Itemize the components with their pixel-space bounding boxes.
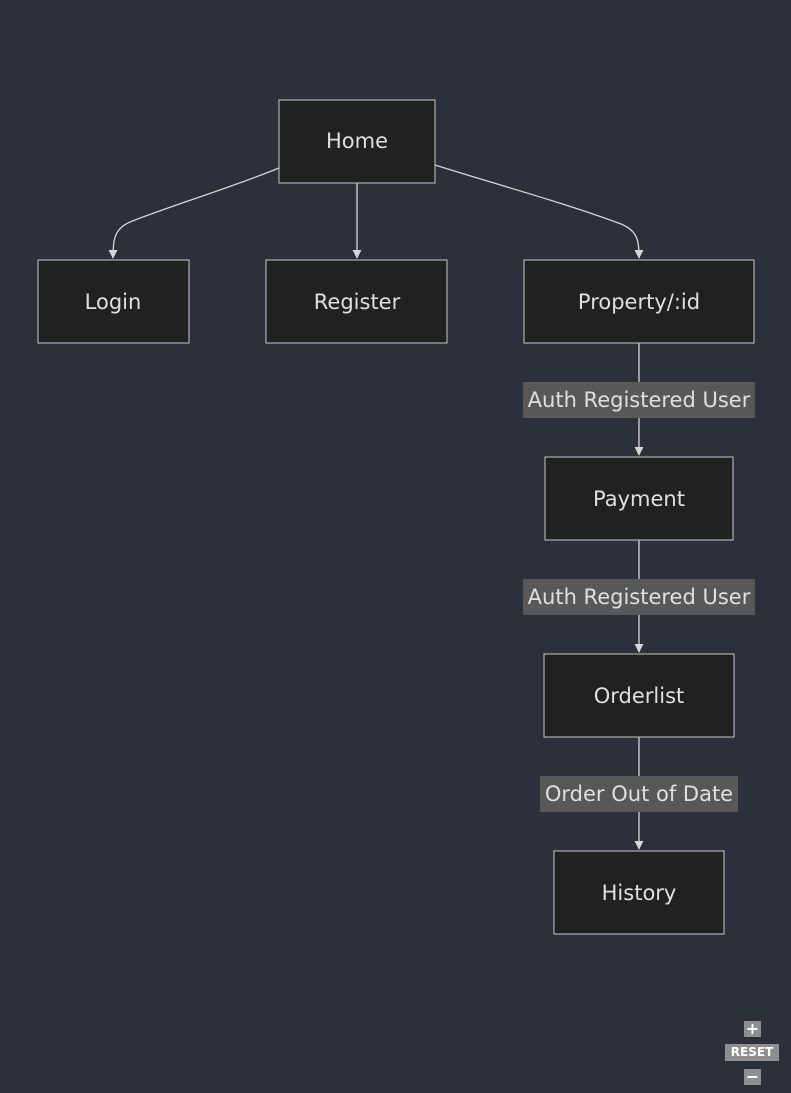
node-register[interactable]: Register	[265, 259, 448, 344]
node-label: Register	[314, 290, 401, 314]
node-home[interactable]: Home	[278, 99, 436, 184]
node-label: Login	[85, 290, 142, 314]
edge-label-orderlist-history: Order Out of Date	[540, 776, 738, 812]
node-orderlist[interactable]: Orderlist	[543, 653, 735, 738]
zoom-controls: + RESET −	[725, 1019, 781, 1087]
edge-label-payment-orderlist: Auth Registered User	[523, 579, 755, 615]
node-property[interactable]: Property/:id	[523, 259, 755, 344]
edge-home-property	[434, 164, 644, 259]
edge-label-text: Auth Registered User	[528, 585, 751, 609]
node-label: Home	[326, 129, 388, 153]
zoom-in-button[interactable]: +	[744, 1019, 761, 1038]
node-label: Property/:id	[578, 290, 700, 314]
zoom-out-button[interactable]: −	[744, 1067, 761, 1086]
node-label: Payment	[593, 487, 685, 511]
node-history[interactable]: History	[553, 850, 725, 935]
node-payment[interactable]: Payment	[544, 456, 734, 541]
edge-label-text: Order Out of Date	[545, 782, 733, 806]
edge-home-login	[108, 167, 280, 259]
node-label: Orderlist	[594, 684, 685, 708]
zoom-reset-button[interactable]: RESET	[725, 1044, 779, 1061]
edge-label-property-payment: Auth Registered User	[523, 382, 755, 418]
edge-label-text: Auth Registered User	[528, 388, 751, 412]
node-label: History	[602, 881, 677, 905]
node-login[interactable]: Login	[37, 259, 190, 344]
